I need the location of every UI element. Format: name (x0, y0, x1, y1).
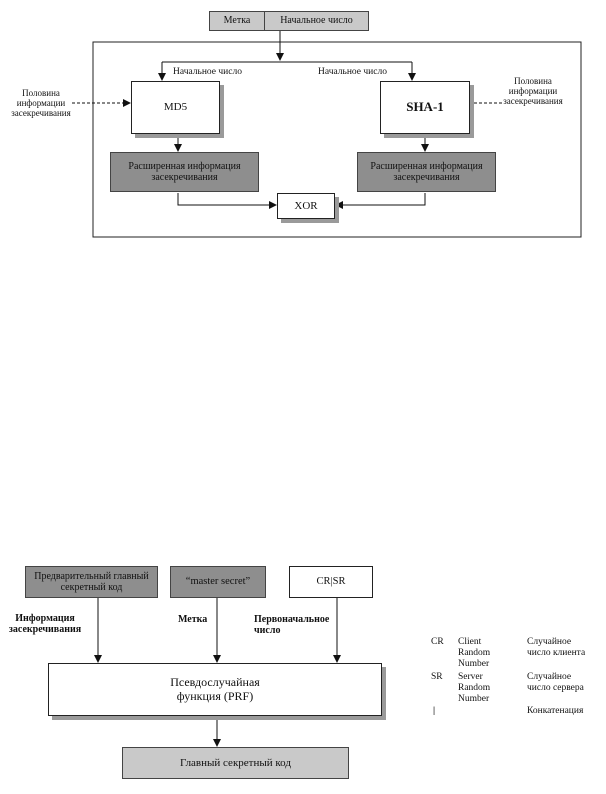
seed-label-left: Начальное число (173, 67, 242, 77)
half-secret-right-label: Половина информации засекречивания (503, 76, 563, 106)
half-secret-left-label: Половина информации засекречивания (11, 88, 71, 118)
expanded-secret-right: Расширенная информация засекречивания (357, 152, 496, 192)
label-cell: Метка (209, 11, 265, 31)
legend-abbr-sr: SR (431, 672, 443, 682)
seed-label: Первоначальное число (254, 614, 330, 636)
seed-cell: Начальное число (264, 11, 369, 31)
master-code-box: Главный секретный код (122, 747, 349, 779)
expanded-left-to-xor-arrow (177, 193, 277, 209)
legend-ru-cr: Случайное число клиента (527, 637, 586, 658)
master-secret-literal-box: “master secret” (170, 566, 266, 598)
label-label: Метка (178, 614, 208, 625)
secret-info-label: Информация засекречивания (8, 613, 82, 635)
legend-abbr-cr: CR (431, 637, 444, 647)
prf-box: Псевдослучайная функция (PRF) (48, 663, 382, 716)
md5-box: MD5 (131, 81, 220, 134)
crsr-box: CR|SR (289, 566, 373, 598)
seed-label-right: Начальное число (318, 67, 387, 77)
top-diagram-frame (92, 41, 582, 238)
legend-abbr-concat: | (433, 706, 436, 716)
legend-ru-sr: Случайное число сервера (527, 672, 584, 693)
premaster-secret-box: Предварительный главный секретный код (25, 566, 158, 598)
legend-en-sr: Server Random Number (458, 672, 491, 704)
xor-box: XOR (277, 193, 335, 219)
legend-en-cr: Client Random Number (458, 637, 491, 669)
expanded-secret-left: Расширенная информация засекречивания (110, 152, 259, 192)
legend-ru-concat: Конкатенация (527, 706, 584, 716)
expanded-right-to-xor-arrow (335, 193, 426, 209)
sha1-box: SHA-1 (380, 81, 470, 134)
